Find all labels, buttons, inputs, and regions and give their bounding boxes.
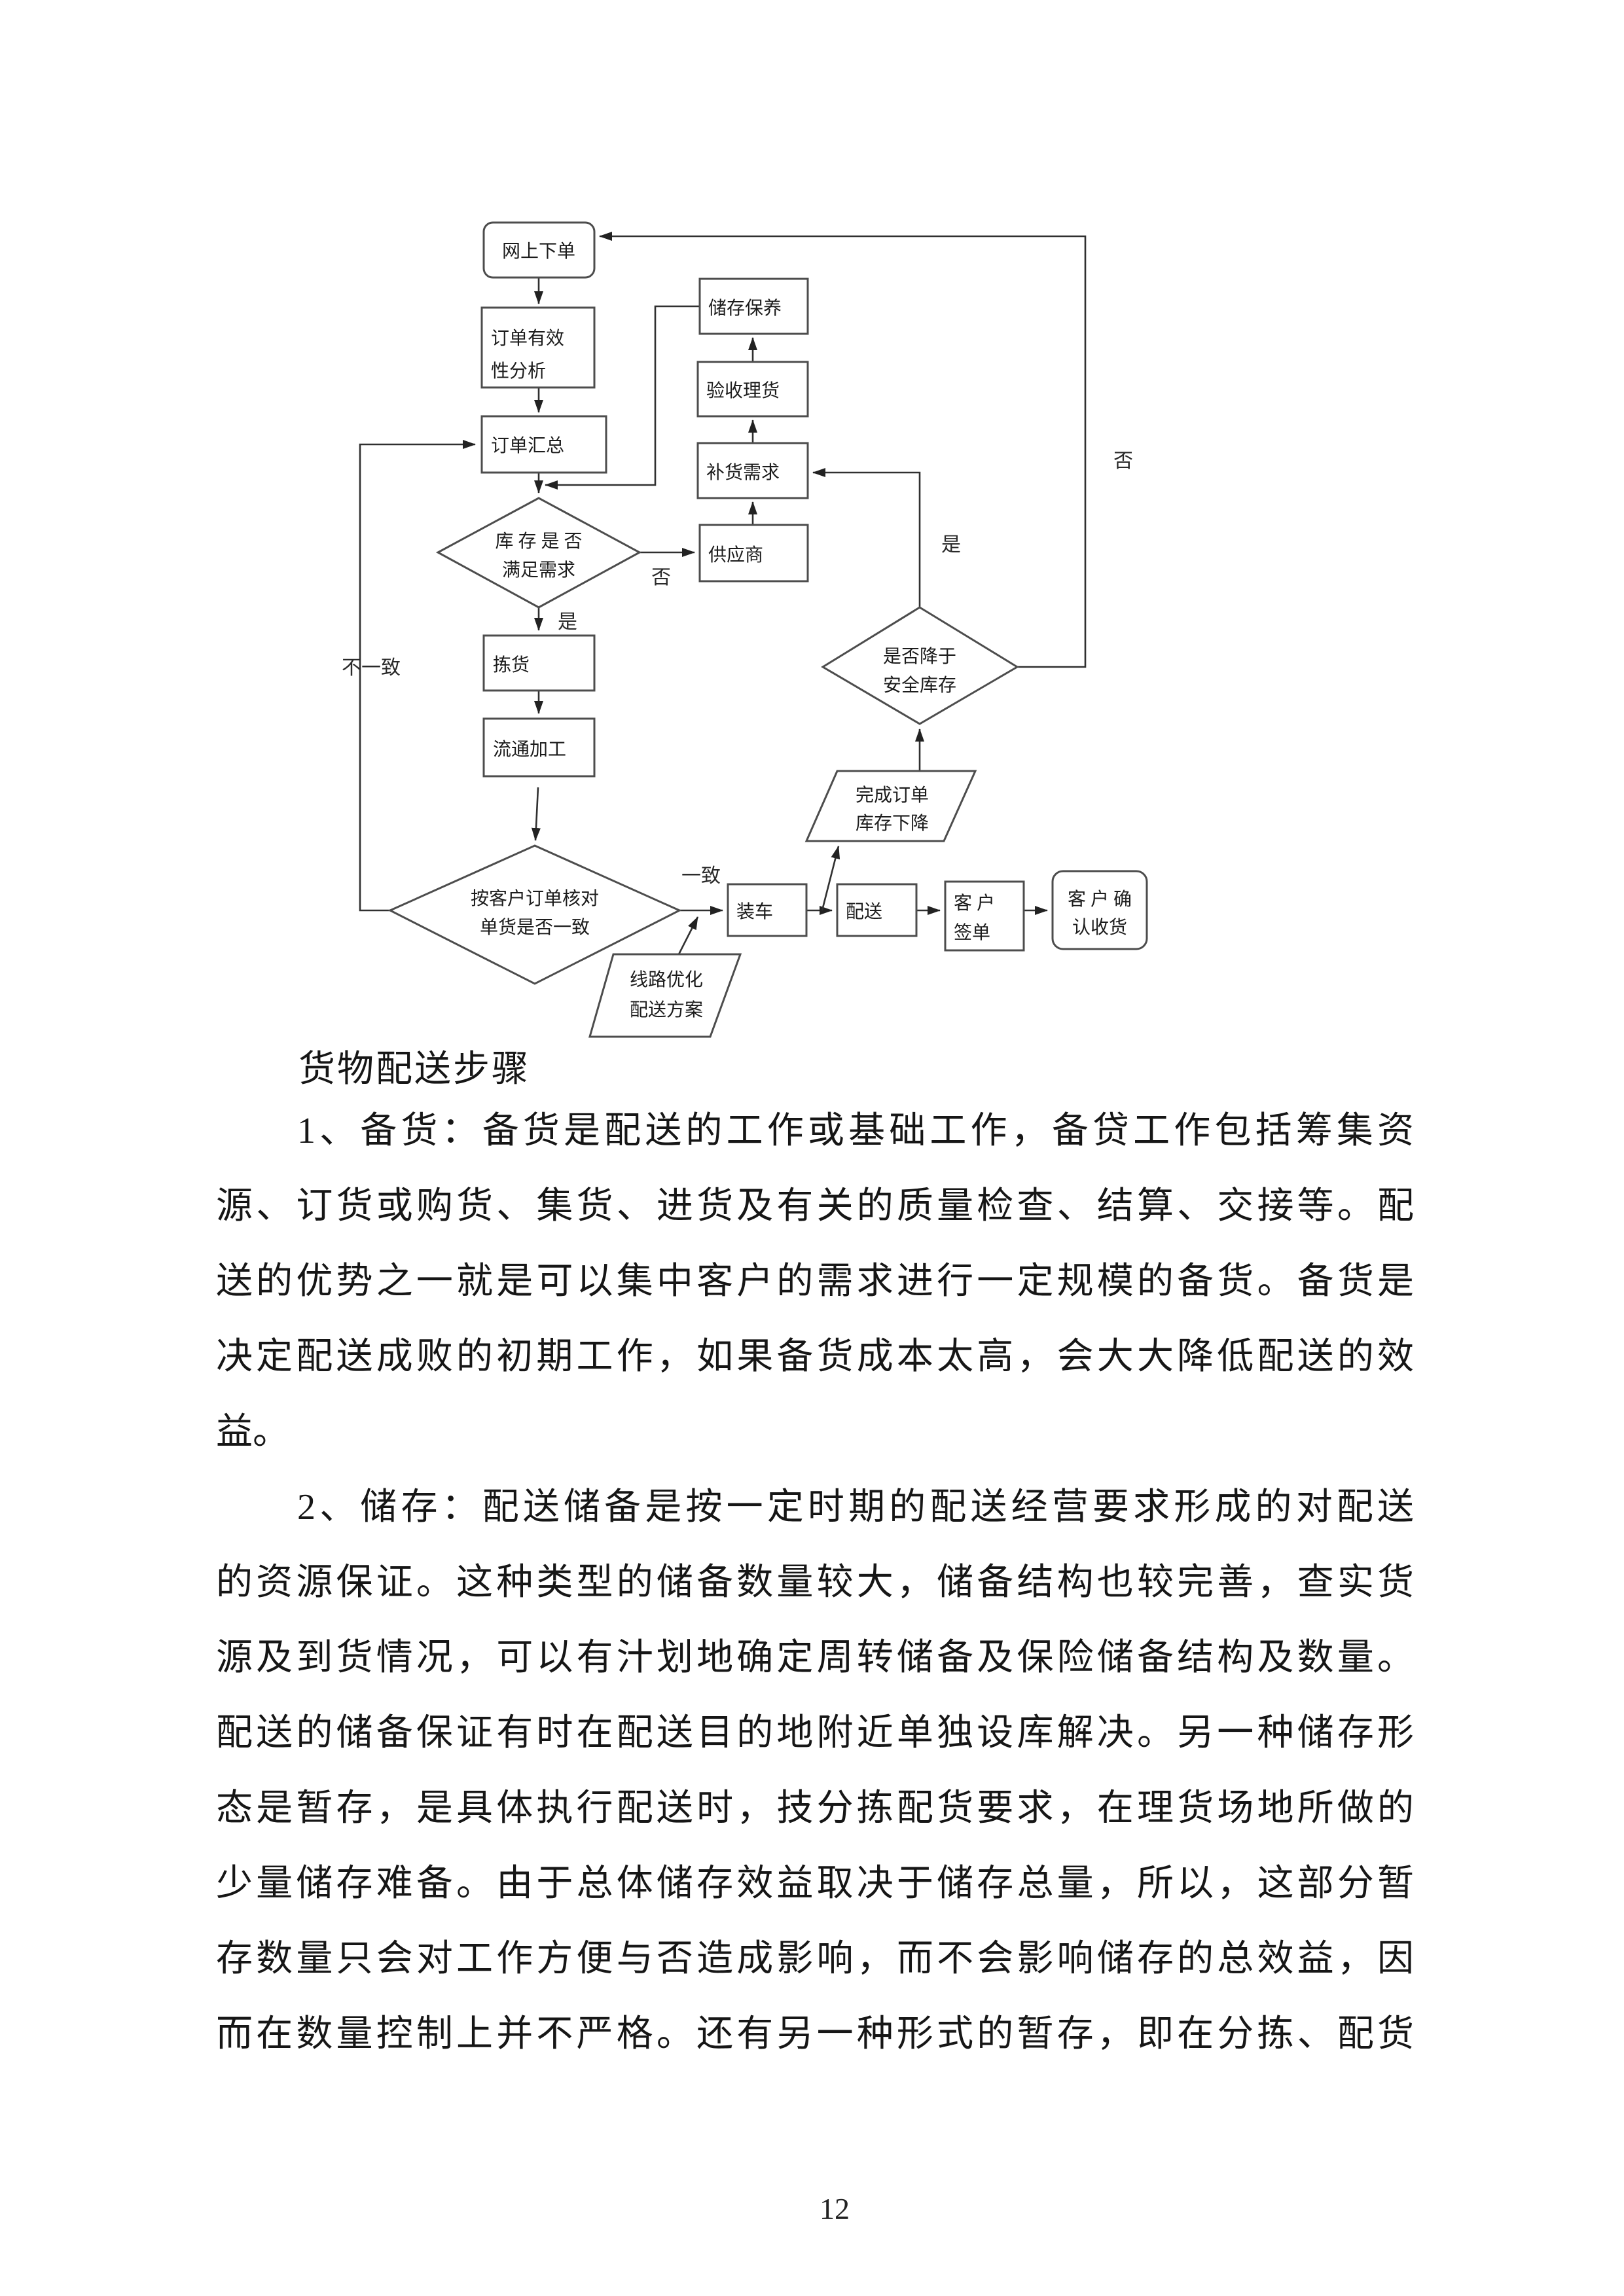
receiving-tally-label: 验收理货 <box>706 380 780 401</box>
section-heading: 货物配送步骤 <box>298 1049 530 1090</box>
edge-processing-to-ordercheck <box>531 787 541 841</box>
flowchart-node-online-order: 网上下单 <box>482 221 596 279</box>
flowchart-node-route-plan: 线路优化 配送方案 <box>588 953 742 1038</box>
processing-label: 流通加工 <box>493 739 566 760</box>
complete-order-line1: 完成订单 <box>856 785 929 806</box>
flowchart-node-replenish-demand: 补货需求 <box>696 442 809 499</box>
storage-maintenance-box <box>698 278 809 335</box>
page-number: 12 <box>820 2192 850 2225</box>
flowchart: 网上下单 订单有效 性分析 订单汇总 储存保养 验收理货 补货需求 供应商 <box>342 221 1148 1038</box>
text-line: 存数量只会对工作方便与否造成影响，而不会影响储存的总效益，因 <box>216 1939 1414 1979</box>
edge-routeplan-to-loading-line <box>677 916 699 955</box>
delivery-box <box>836 883 918 937</box>
delivery-label: 配送 <box>846 901 882 922</box>
text-line: 2、储存：配送储备是按一定时期的配送经营要求形成的对配送 <box>297 1487 1414 1528</box>
customer-confirm-line2: 认收货 <box>1072 917 1127 938</box>
body-text: 1、备货：备货是配送的工作或基础工作，备贷工作包括筹集资 源、订货或购货、集货、… <box>216 1094 1414 2073</box>
complete-order-parallelogram <box>804 770 977 842</box>
customer-confirm-line1: 客 户 确 <box>1068 889 1132 910</box>
order-check-diamond <box>388 844 682 985</box>
flowchart-node-receiving-tally: 验收理货 <box>696 361 809 418</box>
picking-label: 拣货 <box>493 655 530 675</box>
flowchart-node-loading: 装车 <box>727 883 808 937</box>
flowchart-node-customer-sign: 客 户 签单 <box>944 880 1025 952</box>
order-validity-line2: 性分析 <box>491 361 546 382</box>
order-validity-box <box>480 306 596 389</box>
text-line: 益。 <box>216 1412 289 1452</box>
text-line: 源及到货情况，可以有汁划地确定周转储备及保险储备结构及数量。 <box>216 1638 1414 1678</box>
edge-label-stock-no: 否 <box>651 567 671 588</box>
text-line: 而在数量控制上并不严格。还有另一种形式的暂存，即在分拣、配货 <box>216 2014 1414 2054</box>
flowchart-node-processing: 流通加工 <box>482 717 596 778</box>
complete-order-line2: 库存下降 <box>856 813 929 834</box>
edge-safetycheck-no-order <box>599 232 1087 668</box>
stock-check-line2: 满足需求 <box>502 560 575 581</box>
storage-maintenance-label: 储存保养 <box>708 298 782 319</box>
flowchart-node-storage-maintenance: 储存保养 <box>698 278 809 335</box>
flowchart-node-customer-confirm: 客 户 确 认收货 <box>1051 870 1148 950</box>
edge-safetycheck-yes-replenish <box>812 468 921 607</box>
flowchart-node-order-summary: 订单汇总 <box>480 415 607 474</box>
edge-inconsistent-feedback <box>359 440 476 912</box>
customer-sign-line2: 签单 <box>954 922 990 943</box>
safety-check-line1: 是否降于 <box>883 646 956 667</box>
flowchart-node-supplier: 供应商 <box>698 524 809 583</box>
loading-box <box>727 883 808 937</box>
edge-label-safety-yes: 是 <box>941 534 961 556</box>
online-order-label: 网上下单 <box>502 241 575 262</box>
order-validity-line1: 订单有效 <box>491 328 564 349</box>
flowchart-node-complete-order: 完成订单 库存下降 <box>804 770 977 842</box>
text-line: 送的优势之一就是可以集中客户的需求进行一定规模的备货。备货是 <box>216 1261 1414 1302</box>
customer-sign-box <box>944 880 1025 952</box>
picking-box <box>482 634 596 692</box>
stock-check-line1: 库 存 是 否 <box>495 531 582 552</box>
customer-sign-line1: 客 户 <box>954 893 995 914</box>
flowchart-node-delivery: 配送 <box>836 883 918 937</box>
safety-check-line2: 安全库存 <box>883 675 956 696</box>
edge-label-consistent: 一致 <box>681 865 721 887</box>
replenish-demand-box <box>696 442 809 499</box>
flowchart-edges <box>359 232 1087 955</box>
edge-label-stock-yes: 是 <box>558 611 577 633</box>
text-line: 的资源保证。这种类型的储备数量较大，储备结构也较完善，查实货 <box>216 1562 1414 1603</box>
customer-confirm-box <box>1051 870 1148 950</box>
text-line: 决定配送成败的初期工作，如果备货成本太高，会大大降低配送的效 <box>216 1336 1414 1377</box>
text-line: 1、备货：备货是配送的工作或基础工作，备贷工作包括筹集资 <box>297 1111 1414 1151</box>
edge-label-inconsistent: 不一致 <box>342 657 401 679</box>
route-plan-line2: 配送方案 <box>630 999 703 1020</box>
flowchart-node-stock-check: 库 存 是 否 满足需求 <box>435 497 642 609</box>
supplier-box <box>698 524 809 583</box>
flowchart-node-order-check: 按客户订单核对 单货是否一致 <box>388 844 682 985</box>
edge-loading-to-completeorder <box>821 846 840 911</box>
route-plan-parallelogram <box>588 953 742 1038</box>
processing-box <box>482 717 596 778</box>
safety-check-diamond <box>821 606 1019 725</box>
flowchart-node-safety-check: 是否降于 安全库存 <box>821 606 1019 725</box>
edge-storage-feedback <box>545 305 700 490</box>
text-line: 配送的储备保证有时在配送目的地附近单独设库解决。另一种储存形 <box>216 1713 1414 1753</box>
text-line: 少量储存难备。由于总体储存效益取决于储存总量，所以，这部分暂 <box>216 1863 1414 1904</box>
order-check-line1: 按客户订单核对 <box>471 888 599 909</box>
stock-check-diamond <box>435 497 642 609</box>
flowchart-node-order-validity: 订单有效 性分析 <box>480 306 596 389</box>
order-summary-label: 订单汇总 <box>491 435 564 456</box>
order-summary-box <box>480 415 607 474</box>
replenish-demand-label: 补货需求 <box>706 462 780 483</box>
text-line: 态是暂存，是具体执行配送时，技分拣配货要求，在理货场地所做的 <box>216 1788 1414 1829</box>
order-check-line2: 单货是否一致 <box>480 917 590 938</box>
online-order-box <box>482 221 596 279</box>
text-line: 源、订货或购货、集货、进货及有关的质量检查、结算、交接等。配 <box>216 1186 1414 1227</box>
edge-label-safety-no: 否 <box>1113 450 1133 472</box>
route-plan-line1: 线路优化 <box>630 969 703 990</box>
loading-label: 装车 <box>736 901 773 922</box>
supplier-label: 供应商 <box>708 545 763 565</box>
flowchart-node-picking: 拣货 <box>482 634 596 692</box>
receiving-tally-box <box>696 361 809 418</box>
